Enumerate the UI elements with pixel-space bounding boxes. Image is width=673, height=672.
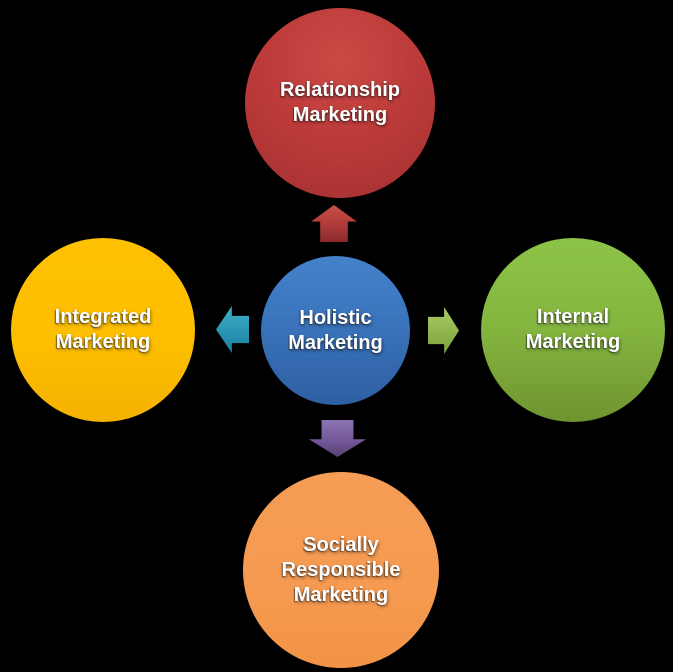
arrow-left-icon xyxy=(216,306,249,353)
arrow-down-icon xyxy=(309,420,366,457)
node-integrated-marketing: Integrated Marketing xyxy=(11,238,195,422)
node-holistic-marketing-label: Holistic Marketing xyxy=(288,306,383,354)
node-socially-responsible-marketing: Socially Responsible Marketing xyxy=(243,472,439,668)
arrow-right-icon xyxy=(428,307,459,354)
node-holistic-marketing: Holistic Marketing xyxy=(261,256,410,405)
node-relationship-marketing: Relationship Marketing xyxy=(245,8,435,198)
node-internal-marketing: Internal Marketing xyxy=(481,238,665,422)
node-integrated-marketing-label: Integrated Marketing xyxy=(54,306,152,353)
arrow-up-icon xyxy=(311,205,357,242)
node-relationship-marketing-label: Relationship Marketing xyxy=(279,79,400,126)
node-internal-marketing-label: Internal Marketing xyxy=(525,306,621,353)
node-socially-responsible-marketing-label: Socially Responsible Marketing xyxy=(281,533,401,606)
